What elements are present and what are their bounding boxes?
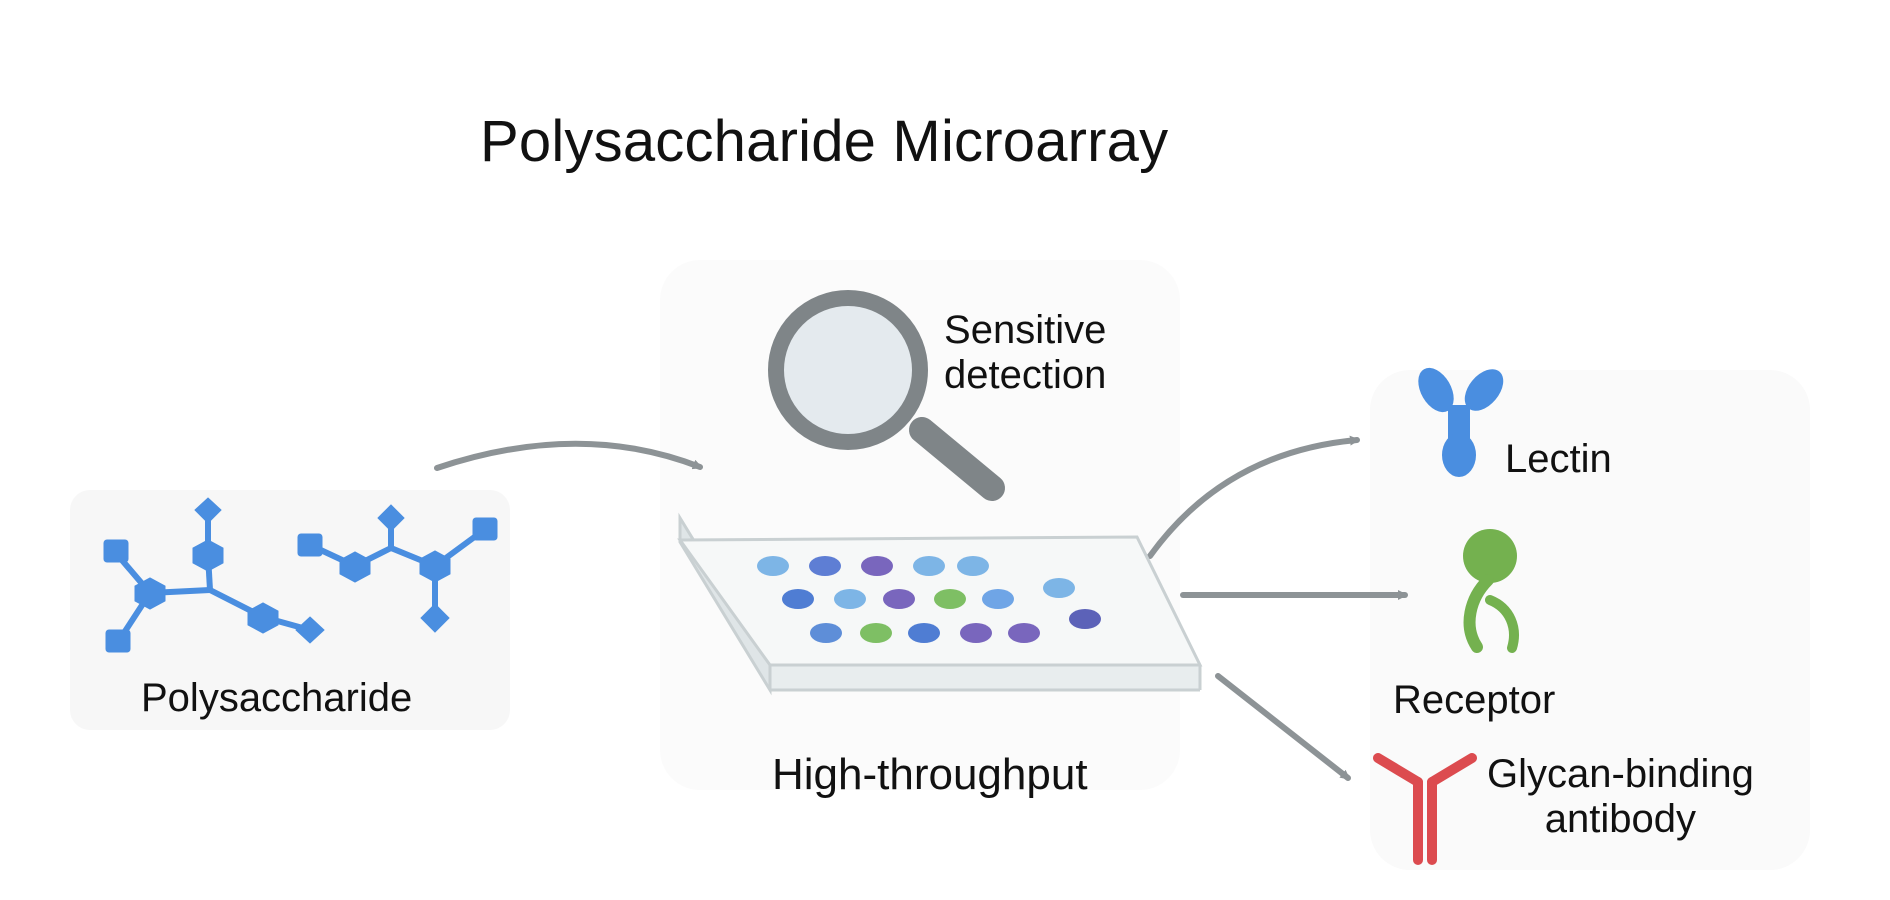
antibody-label-line1: Glycan-binding xyxy=(1487,752,1754,796)
arrow-to-antibody xyxy=(1215,673,1351,781)
arrow-to-slide xyxy=(434,440,703,471)
receptor-icon xyxy=(1463,529,1519,653)
page-title: Polysaccharide Microarray xyxy=(480,109,1169,174)
antibody-label-line2: antibody xyxy=(1544,796,1697,841)
flow-arrows xyxy=(434,435,1408,781)
magnifier-icon xyxy=(768,290,1005,501)
polysaccharide-chain-icon xyxy=(103,497,498,653)
receptor-label: Receptor xyxy=(1393,678,1556,722)
sensitive-detection-line1: Sensitive xyxy=(944,308,1107,352)
microarray-spots xyxy=(757,556,1101,643)
arrow-to-lectin xyxy=(1147,435,1360,559)
antibody-icon xyxy=(1373,753,1477,865)
sensitive-detection-line2: detection xyxy=(944,352,1107,397)
high-throughput-label: High-throughput xyxy=(772,750,1088,799)
sensitive-detection-label: Sensitive detection xyxy=(944,308,1106,398)
microarray-slide-icon xyxy=(677,512,1203,696)
polysaccharide-label: Polysaccharide xyxy=(141,676,413,720)
lectin-label: Lectin xyxy=(1505,437,1612,481)
lectin-icon xyxy=(1418,367,1504,477)
glycan-binding-antibody-label: Glycan-binding antibody xyxy=(1487,752,1754,842)
